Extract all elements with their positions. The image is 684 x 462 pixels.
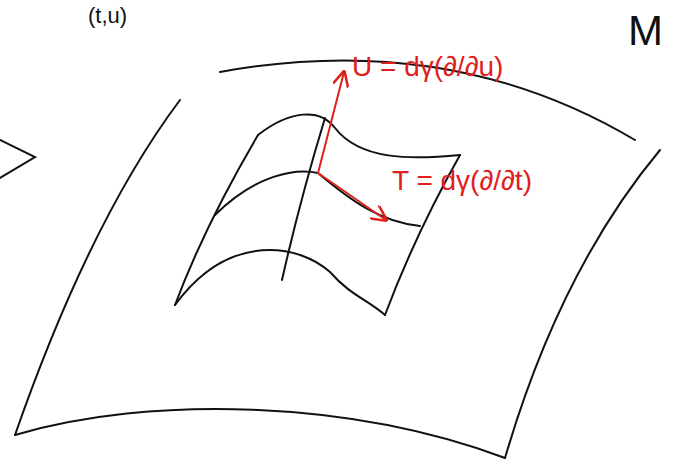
manifold-outline [0,60,660,458]
vector-label: T = dγ(∂/∂t) [392,166,532,197]
patch-edge [258,114,460,157]
surface-patch [175,114,460,315]
vector-label: U = dγ(∂/∂u) [352,52,503,83]
t-curve [282,118,325,280]
t-vector [318,173,386,220]
manifold-name: M [628,8,663,54]
patch-edge [175,135,258,305]
patch-edge [175,250,385,315]
incoming-arrow-tip [0,140,35,178]
tangent-vectors [318,72,386,220]
coordinate-label: (t,u) [88,4,127,28]
manifold-edge [15,409,505,458]
u-curve [215,172,420,226]
manifold-edge [505,150,660,458]
u-vector [318,72,344,173]
manifold-edge [15,100,180,435]
